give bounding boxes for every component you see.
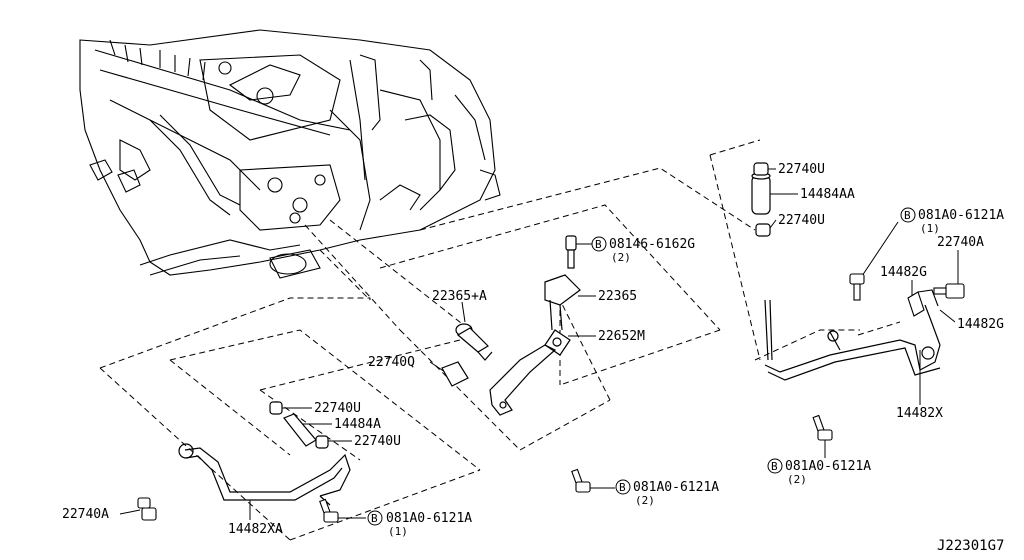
clip-22740u-mid xyxy=(755,223,771,237)
label-22740q: 22740Q xyxy=(368,355,415,370)
bracket-22652m xyxy=(489,344,557,416)
bolt-symbol-08146: B xyxy=(595,238,602,251)
label-08146-6162g: 08146-6162G xyxy=(609,237,695,252)
bolt-081a0-right-lower xyxy=(812,414,833,441)
label-22740a-right: 22740A xyxy=(937,235,984,250)
hose-14484a xyxy=(283,413,317,447)
tube-14482xa-assembly xyxy=(178,443,351,506)
label-14482x: 14482X xyxy=(896,406,943,421)
bolt-symbol-l: B xyxy=(371,512,378,525)
label-22652m: 22652M xyxy=(598,329,645,344)
label-14482g-a: 14482G xyxy=(880,265,927,280)
bolt-22740a-left xyxy=(137,497,157,521)
bolt-symbol-r1: B xyxy=(904,209,911,222)
label-14484aa: 14484AA xyxy=(800,187,855,202)
sensor-22365a xyxy=(455,323,493,361)
label-22365a: 22365+A xyxy=(432,289,487,304)
hose-14484aa xyxy=(751,172,771,215)
clip-22740q xyxy=(441,361,469,387)
clip-22740u-top xyxy=(753,162,769,176)
tube-14482x-assembly xyxy=(764,299,941,381)
label-081a0-center-qty: (2) xyxy=(635,494,655,507)
diagram-code: J22301G7 xyxy=(937,538,1004,554)
bolt-symbol-circle-c xyxy=(615,479,631,495)
label-14482xa: 14482XA xyxy=(228,522,283,537)
label-22740u-left-lower: 22740U xyxy=(354,434,401,449)
label-14482g-b: 14482G xyxy=(957,317,1004,332)
label-081a0-left: 081A0-6121A xyxy=(386,511,472,526)
label-081a0-center: 081A0-6121A xyxy=(633,480,719,495)
bolt-22740a-right xyxy=(933,283,965,299)
bolt-symbol-c: B xyxy=(619,481,626,494)
bolt-symbol-circle-l xyxy=(367,510,383,526)
label-22740u-left-upper: 22740U xyxy=(314,401,361,416)
bolt-symbols: B B B B B xyxy=(367,207,916,526)
label-081a0-right-lower: 081A0-6121A xyxy=(785,459,871,474)
part-labels: 22740U 14484AA 22740U 081A0-6121A (1) 22… xyxy=(62,162,1004,538)
dashed-callout-lines xyxy=(99,139,901,541)
label-22740u-top: 22740U xyxy=(778,162,825,177)
label-081a0-left-qty: (1) xyxy=(388,525,408,538)
label-22365: 22365 xyxy=(598,289,637,304)
bolt-symbol-circle-08146 xyxy=(591,236,607,252)
clamp-14482g xyxy=(907,289,939,317)
clip-22740u-left-lower xyxy=(315,435,329,449)
bolt-081a0-left xyxy=(319,498,339,523)
leader-lines xyxy=(119,168,959,520)
label-22740u-mid: 22740U xyxy=(778,213,825,228)
bolt-symbol-r2: B xyxy=(771,460,778,473)
bolt-symbol-circle-r2 xyxy=(767,458,783,474)
sensor-22365-assembly xyxy=(544,235,581,356)
bolt-081a0-center xyxy=(571,468,591,493)
label-22740a-left: 22740A xyxy=(62,507,109,522)
bolt-081a0-right-upper xyxy=(849,273,865,301)
label-081a0-right-upper-qty: (1) xyxy=(920,222,940,235)
label-081a0-right-upper: 081A0-6121A xyxy=(918,208,1004,223)
engine-illustration xyxy=(79,29,501,279)
label-081a0-right-lower-qty: (2) xyxy=(787,473,807,486)
clip-22740u-left-upper xyxy=(269,401,283,415)
bolt-symbol-circle-r1 xyxy=(900,207,916,223)
label-14484a: 14484A xyxy=(334,417,381,432)
label-08146-6162g-qty: (2) xyxy=(611,251,631,264)
